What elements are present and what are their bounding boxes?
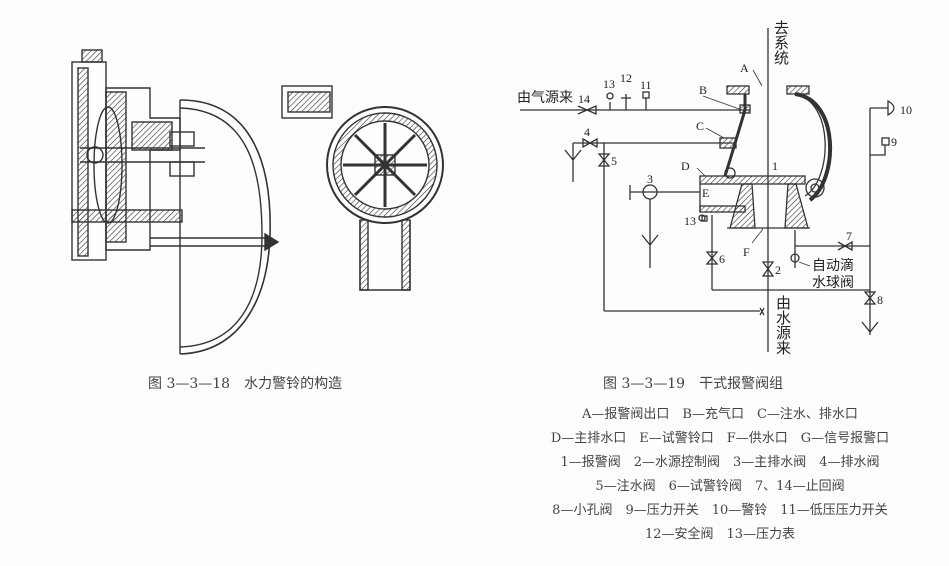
label-from-water-source: 由水源来 (774, 295, 792, 355)
label-13-lower: 13 (684, 214, 696, 228)
label-8: 8 (877, 293, 883, 307)
label-C: C (696, 119, 704, 133)
label-auto-drain-line1: 自动滴 (812, 257, 854, 274)
label-2: 2 (775, 263, 781, 277)
label-F: F (743, 245, 750, 259)
label-D: D (681, 159, 690, 173)
component-labels: A B C D E F 1 2 3 4 5 6 7 8 9 10 11 12 1… (517, 61, 912, 307)
bell-gong-wheel-drawing (281, 85, 444, 291)
label-auto-drain-line2: 水球阀 (812, 275, 854, 291)
label-3: 3 (647, 172, 653, 186)
label-4: 4 (584, 125, 590, 139)
label-6: 6 (719, 252, 725, 266)
label-to-system: 去系统 (772, 20, 790, 65)
legend-line: 12—安全阀 13—压力表 (644, 527, 796, 542)
label-A: A (740, 61, 749, 75)
label-11: 11 (640, 78, 652, 92)
left-figure-caption: 图 3—3—18 水力警铃的构造 (148, 376, 343, 392)
label-14: 14 (578, 92, 590, 106)
label-B: B (699, 83, 707, 97)
label-9: 9 (891, 135, 897, 149)
label-from-air-source: 由气源来 (517, 90, 573, 106)
label-7: 7 (846, 229, 852, 243)
label-5: 5 (611, 154, 617, 168)
label-10: 10 (900, 103, 912, 117)
legend-line: A—报警阀出口 B—充气口 C—注水、排水口 (582, 407, 858, 422)
legend-line: 5—注水阀 6—试警铃阀 7、14—止回阀 (595, 479, 845, 494)
label-1: 1 (772, 159, 778, 173)
water-motor-alarm-bell-drawing (71, 49, 280, 355)
label-E: E (702, 186, 709, 200)
dry-alarm-valve-piping (520, 28, 895, 352)
legend-line: 8—小孔阀 9—压力开关 10—警铃 11—低压压力开关 (552, 503, 888, 518)
legend-line: D—主排水口 E—试警铃口 F—供水口 G—信号报警口 (550, 431, 890, 446)
right-figure-caption: 图 3—3—19 干式报警阀组 (603, 376, 784, 392)
label-13-upper: 13 (603, 77, 615, 91)
legend-line: 1—报警阀 2—水源控制阀 3—主排水阀 4—排水阀 (560, 455, 880, 470)
label-12: 12 (620, 71, 632, 85)
